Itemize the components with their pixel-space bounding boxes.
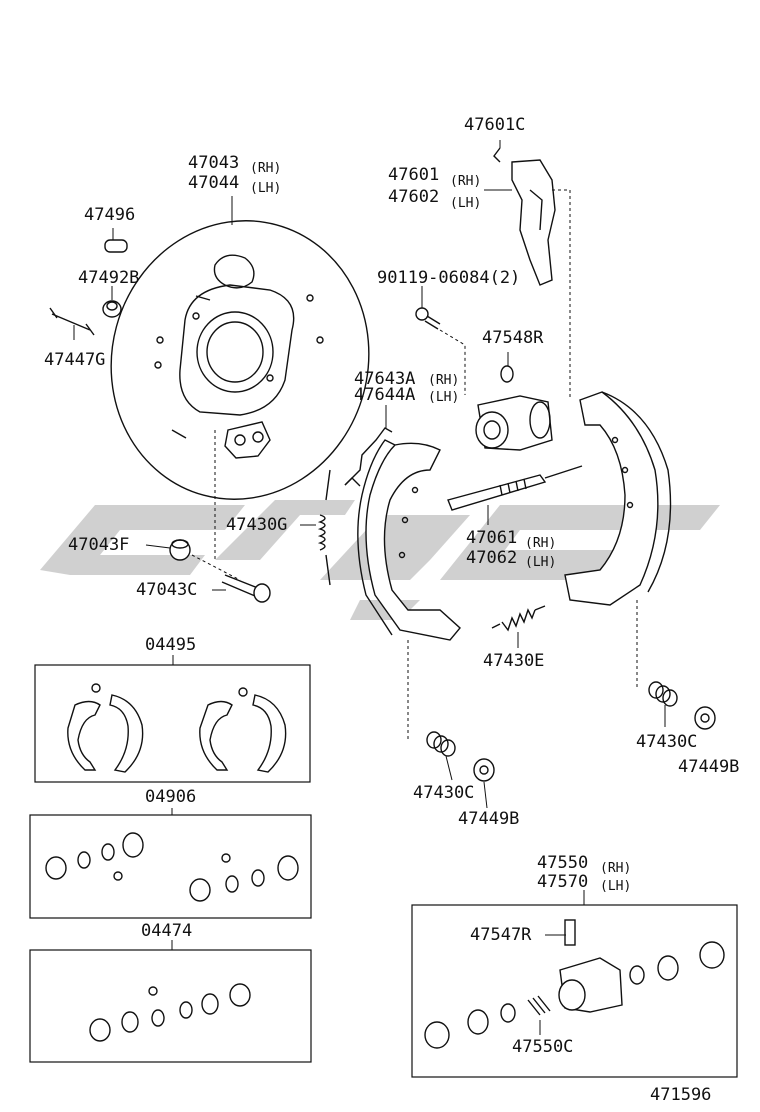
label-47492B: 47492B — [78, 268, 139, 288]
label-47644A-lh: (LH) — [428, 390, 459, 405]
label-47550C: 47550C — [512, 1037, 573, 1057]
label-47430E: 47430E — [483, 651, 544, 671]
label-90119-06084: 90119-06084(2) — [377, 268, 520, 288]
wheel-cylinder — [475, 395, 553, 451]
part-47643A-spring — [344, 427, 393, 487]
label-47496: 47496 — [84, 205, 135, 225]
label-47043: 47043 — [188, 153, 239, 173]
label-47550: 47550 — [537, 853, 588, 873]
label-47570-lh: (LH) — [600, 879, 631, 894]
part-47496-plug — [104, 239, 128, 253]
label-47062: 47062 — [466, 548, 517, 568]
label-47430G: 47430G — [226, 515, 287, 535]
label-47602: 47602 — [388, 187, 439, 207]
leader-lines — [73, 140, 666, 1035]
label-47062-lh: (LH) — [525, 555, 556, 570]
label-47449B-mid: 47449B — [458, 809, 519, 829]
label-04906: 04906 — [145, 787, 196, 807]
label-47602-lh: (LH) — [450, 196, 481, 211]
label-47043F: 47043F — [68, 535, 129, 555]
label-47044: 47044 — [188, 173, 239, 193]
label-04495: 04495 — [145, 635, 196, 655]
label-47430C-mid: 47430C — [413, 783, 474, 803]
kit-box-47550 — [411, 904, 738, 1078]
part-90119-bolt — [415, 307, 441, 330]
brake-shoe-right — [564, 391, 672, 606]
part-47492B-grommet — [102, 300, 122, 318]
label-47643A-rh: (RH) — [428, 373, 459, 388]
part-47043C-bolt — [221, 574, 271, 603]
diagram-id: 471596 — [650, 1085, 711, 1105]
label-47043C: 47043C — [136, 580, 197, 600]
label-47550-rh: (RH) — [600, 861, 631, 876]
label-04474: 04474 — [141, 921, 192, 941]
part-47601-lever — [493, 147, 556, 286]
part-47430C-spring-mid — [426, 731, 456, 757]
part-47449B-cup-mid — [473, 758, 495, 782]
part-47430E-spring — [491, 605, 546, 632]
label-47430C-right: 47430C — [636, 732, 697, 752]
label-47601: 47601 — [388, 165, 439, 185]
part-47447G-pin — [49, 307, 95, 336]
kit-box-04474 — [29, 949, 312, 1063]
label-47061-rh: (RH) — [525, 536, 556, 551]
guide-lines — [191, 189, 638, 740]
label-47043-rh: (RH) — [250, 161, 281, 176]
label-47644A: 47644A — [354, 385, 415, 405]
label-47548R: 47548R — [482, 328, 544, 348]
kit-box-04495 — [34, 664, 311, 783]
part-47061-adjuster — [447, 465, 583, 511]
backing-plate — [110, 220, 370, 500]
label-47449B-right: 47449B — [678, 757, 739, 777]
label-47643A: 47643A — [354, 369, 415, 389]
label-47547R: 47547R — [470, 925, 532, 945]
part-47548R-bleeder — [500, 365, 514, 383]
kit-box-04906 — [29, 814, 312, 919]
label-47447G: 47447G — [44, 350, 105, 370]
label-47044-lh: (LH) — [250, 181, 281, 196]
part-47449B-cup-right — [694, 706, 716, 730]
part-47430G-spring — [317, 469, 331, 586]
label-47601-rh: (RH) — [450, 174, 481, 189]
part-47430C-spring-right — [648, 681, 678, 707]
part-47043F-nut — [169, 539, 191, 561]
label-47061: 47061 — [466, 528, 517, 548]
brake-shoe-left — [357, 439, 461, 641]
label-47601C: 47601C — [464, 115, 525, 135]
label-47570: 47570 — [537, 872, 588, 892]
